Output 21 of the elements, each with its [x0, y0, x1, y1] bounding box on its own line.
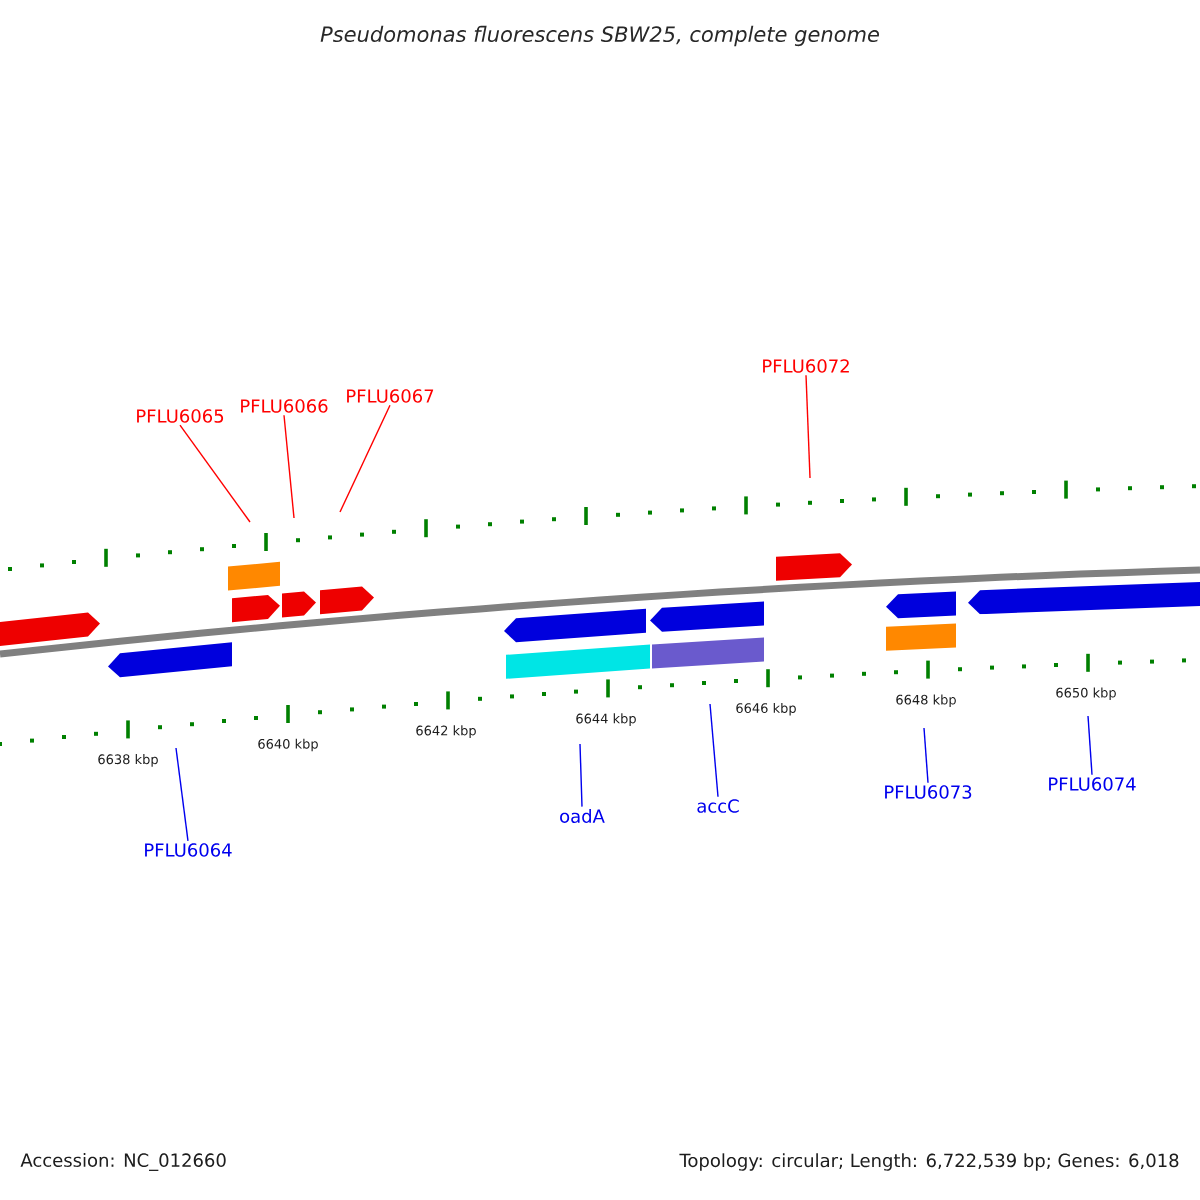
leader-line	[805, 374, 811, 479]
gene-label: PFLU6073	[885, 785, 972, 799]
leader-line	[923, 727, 929, 784]
gene-label: oadA	[560, 809, 605, 823]
gene-label: PFLU6066	[241, 399, 328, 413]
leader-line	[179, 424, 251, 523]
footer-text: Topology: circular; Length: 6,722,539 bp; Genes: 6,018	[679, 1153, 1179, 1171]
leader-line	[1087, 715, 1093, 776]
footer-text: Accession: NC_012660	[20, 1153, 226, 1171]
gene-label: PFLU6064	[145, 843, 232, 857]
leader-line	[175, 747, 189, 842]
gene-label: PFLU6074	[1049, 777, 1136, 791]
title: Pseudomonas fluorescens SBW25, complete genome	[320, 25, 879, 47]
gene-label: accC	[697, 799, 739, 813]
leader-line	[283, 414, 295, 519]
leader-line	[579, 743, 583, 808]
gene-label: PFLU6072	[763, 359, 849, 373]
leader-line	[709, 703, 719, 798]
leader-line	[339, 404, 391, 513]
gene-label: PFLU6067	[347, 389, 434, 403]
gene-label: PFLU6065	[137, 409, 224, 423]
